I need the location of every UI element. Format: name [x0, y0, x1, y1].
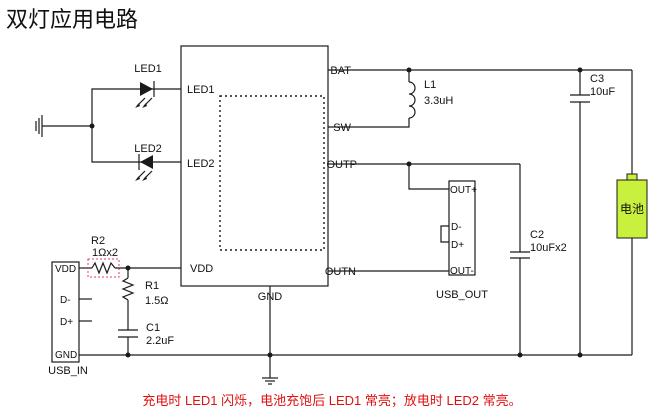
battery-label: 电池 [620, 202, 644, 216]
usb-out-body [448, 180, 476, 276]
usb-out-label: USB_OUT [436, 289, 488, 301]
c3-name: C3 [590, 73, 604, 85]
c2-value: 10uFx2 [530, 242, 567, 254]
led2-diode [140, 155, 153, 169]
r2-name: R2 [91, 235, 105, 247]
usb-out-pin-dminus: D- [451, 222, 462, 233]
usb-out-connector: OUT+ D- D+ OUT- USB_OUT [436, 180, 488, 301]
l1-name: L1 [424, 79, 436, 91]
usb-out-pin-outp: OUT+ [450, 185, 477, 196]
battery-body [616, 179, 648, 239]
usb-in-pin-dplus: D+ [60, 317, 73, 328]
ground-bus [79, 286, 632, 378]
ground-symbol-left [35, 115, 95, 137]
bat-rail [328, 67, 633, 178]
usb-out-pin-outn: OUT- [450, 266, 474, 277]
led1-branch: LED1 [91, 63, 181, 126]
pin-label-vdd: VDD [190, 263, 213, 275]
c1-name: C1 [146, 322, 160, 334]
battery-terminal [626, 173, 638, 181]
c1-value: 2.2uF [146, 335, 174, 347]
usb-in-pin-dminus: D- [60, 295, 71, 306]
led1-diode [140, 82, 153, 96]
outp-net [328, 161, 520, 190]
usb-in-label: USB_IN [48, 365, 88, 377]
pin-label-bat: BAT [330, 65, 351, 77]
l1-value: 3.3uH [424, 95, 453, 107]
led2-label: LED2 [134, 143, 162, 155]
capacitor-c2: C2 10uFx2 [510, 164, 567, 355]
resistor-r1: R1 1.5Ω [121, 268, 169, 330]
capacitor-c3: C3 10uF [570, 70, 615, 355]
led1-light-arrows [135, 97, 153, 108]
pin-label-outp: OUTP [326, 159, 357, 171]
inductor-l1: L1 3.3uH [328, 70, 453, 128]
battery: 电池 [616, 173, 648, 355]
ic-body [180, 45, 329, 287]
footer-note: 充电时 LED1 闪烁，电池充饱后 LED1 常亮；放电时 LED2 常亮。 [142, 393, 522, 408]
c3-value: 10uF [590, 86, 615, 98]
usb-in-pin-gnd: GND [55, 350, 77, 361]
led2-branch: LED2 [91, 126, 181, 181]
resistor-r2: R2 1Ωx2 [79, 235, 181, 278]
ground-symbol-bottom [262, 377, 278, 385]
ic-thermal-pad [219, 95, 325, 251]
usb-out-pin-dplus: D+ [451, 240, 464, 251]
pin-label-outn: OUTN [325, 266, 356, 278]
pin-label-led2: LED2 [187, 158, 215, 170]
led1-label: LED1 [134, 63, 162, 75]
r2-value: 1Ωx2 [92, 247, 118, 259]
ic-chip: LED1 LED2 VDD BAT SW OUTP OUTN GND [180, 45, 357, 303]
pin-label-sw: SW [333, 122, 351, 134]
capacitor-c1: C1 2.2uF [118, 322, 174, 355]
usb-in-connector: VDD D- D+ GND USB_IN [48, 261, 92, 377]
pin-label-led1: LED1 [187, 84, 215, 96]
r1-name: R1 [145, 280, 159, 292]
led2-light-arrows [135, 170, 153, 181]
page-title: 双灯应用电路 [6, 8, 139, 33]
c2-name: C2 [530, 229, 544, 241]
usb-in-body [51, 261, 80, 363]
usb-in-pin-vdd: VDD [55, 264, 76, 275]
r1-value: 1.5Ω [145, 295, 169, 307]
